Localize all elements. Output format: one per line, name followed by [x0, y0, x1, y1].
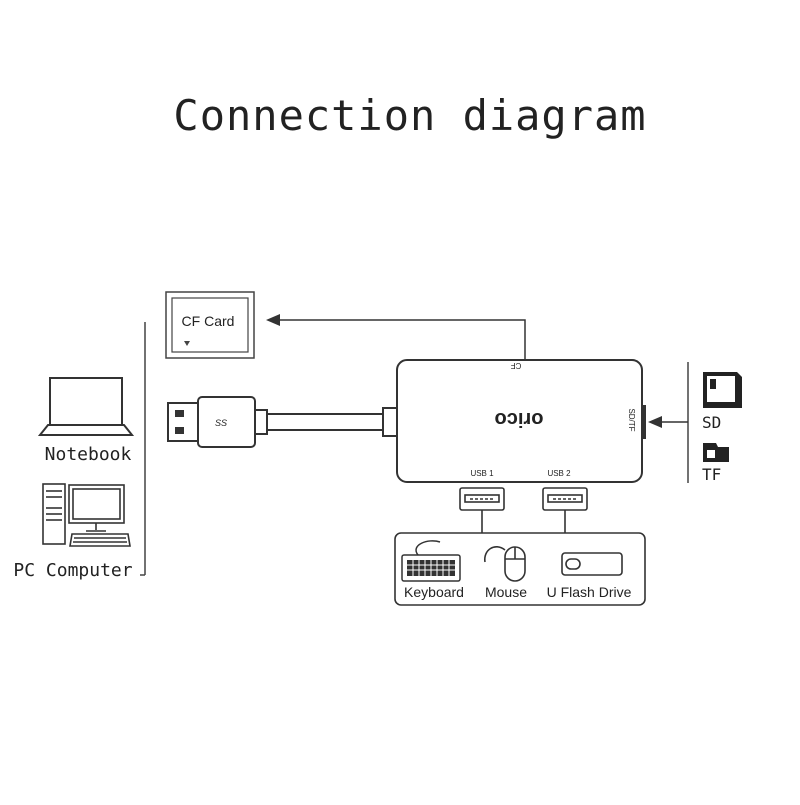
- mouse-icon: [484, 546, 526, 582]
- flash-drive-icon: [561, 552, 623, 576]
- sd-tf-slot: [642, 405, 646, 439]
- diagram-title: Connection diagram: [173, 91, 646, 140]
- sd-label: SD: [702, 413, 721, 432]
- notebook-icon: [37, 377, 135, 436]
- hub-usb2-label: USB 2: [547, 469, 571, 478]
- hub-brand-logo: orico: [495, 408, 544, 430]
- cf-card-icon: [165, 291, 255, 359]
- pc-computer-label: PC Computer: [13, 560, 132, 581]
- usb-plug: [167, 396, 268, 448]
- hub-cable: [267, 407, 398, 437]
- keyboard-label: Keyboard: [404, 584, 464, 600]
- notebook-label: Notebook: [45, 444, 132, 465]
- cf-card-label: CF Card: [182, 313, 235, 329]
- cf-arrow: [266, 314, 526, 360]
- pc-computer-icon: [42, 483, 131, 547]
- tf-label: TF: [702, 465, 721, 484]
- tf-card-icon: [703, 443, 729, 462]
- usb3-logo-icon: SS: [215, 418, 227, 428]
- usb1-port-icon: [459, 487, 505, 537]
- sd-card-icon: [703, 372, 742, 408]
- hub-usb1-label: USB 1: [470, 469, 494, 478]
- hub-port-sdtf-label: SD/TF: [627, 408, 636, 431]
- flash-drive-label: U Flash Drive: [547, 584, 632, 600]
- hub-port-cf-label: CF: [511, 361, 522, 370]
- host-bracket: [140, 322, 146, 576]
- keyboard-icon: [401, 540, 461, 582]
- mouse-label: Mouse: [485, 584, 527, 600]
- sdtf-arrow: [648, 416, 688, 428]
- usb2-port-icon: [542, 487, 588, 537]
